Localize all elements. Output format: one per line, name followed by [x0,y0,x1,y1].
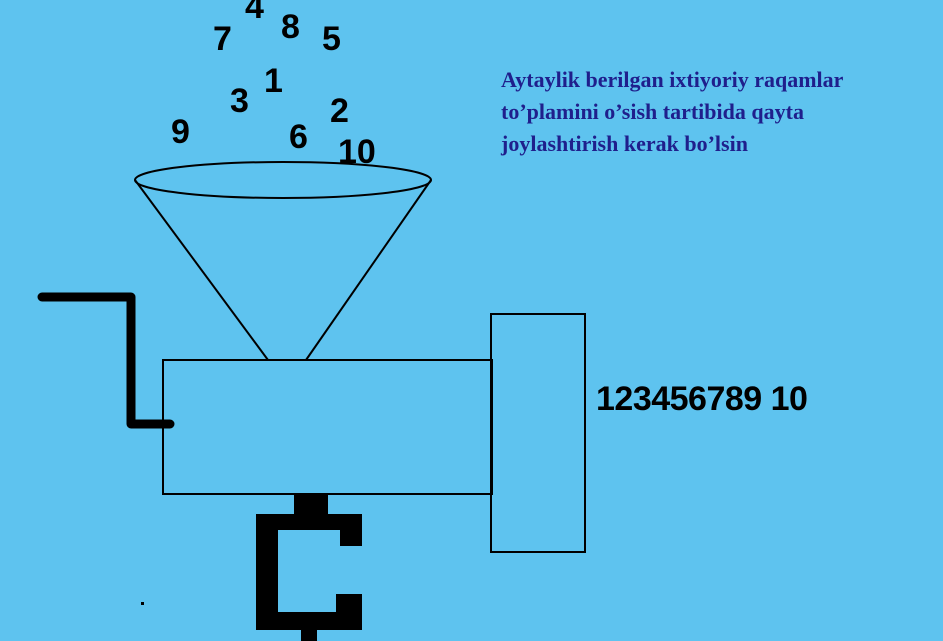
clamp-top-tab [340,514,362,546]
caption-text: Aytaylik berilgan ixtiyoriy raqamlar to’… [501,64,941,160]
grinder-body [162,359,493,495]
input-number: 4 [245,0,264,26]
clamp-screw [301,628,317,641]
clamp-bottom-tab [336,594,362,630]
caption-line: Aytaylik berilgan ixtiyoriy raqamlar [501,67,844,92]
clamp [256,494,362,641]
stray-dot [141,602,144,605]
input-number: 9 [171,113,190,151]
input-number: 6 [289,118,308,156]
caption-line: to’plamini o’sish tartibida qayta [501,99,804,124]
output-plate [490,313,586,553]
funnel-right-side [305,179,432,361]
funnel [134,161,432,361]
input-number: 3 [230,82,249,120]
clamp-bottom-bar [256,612,362,630]
sorted-output-label: 123456789 10 [596,380,808,418]
input-number: 2 [330,92,349,130]
input-number: 8 [281,8,300,46]
funnel-rim [134,161,432,199]
caption-line: joylashtirish kerak bo’lsin [501,131,748,156]
input-numbers: 4 7 8 5 1 3 2 9 6 10 [171,0,376,171]
input-number: 1 [264,62,283,100]
input-number: 7 [213,20,232,58]
clamp-spine [256,514,278,630]
input-number: 5 [322,20,341,58]
crank-handle [37,292,175,429]
clamp-top-bar [256,514,362,530]
funnel-left-side [134,179,269,361]
